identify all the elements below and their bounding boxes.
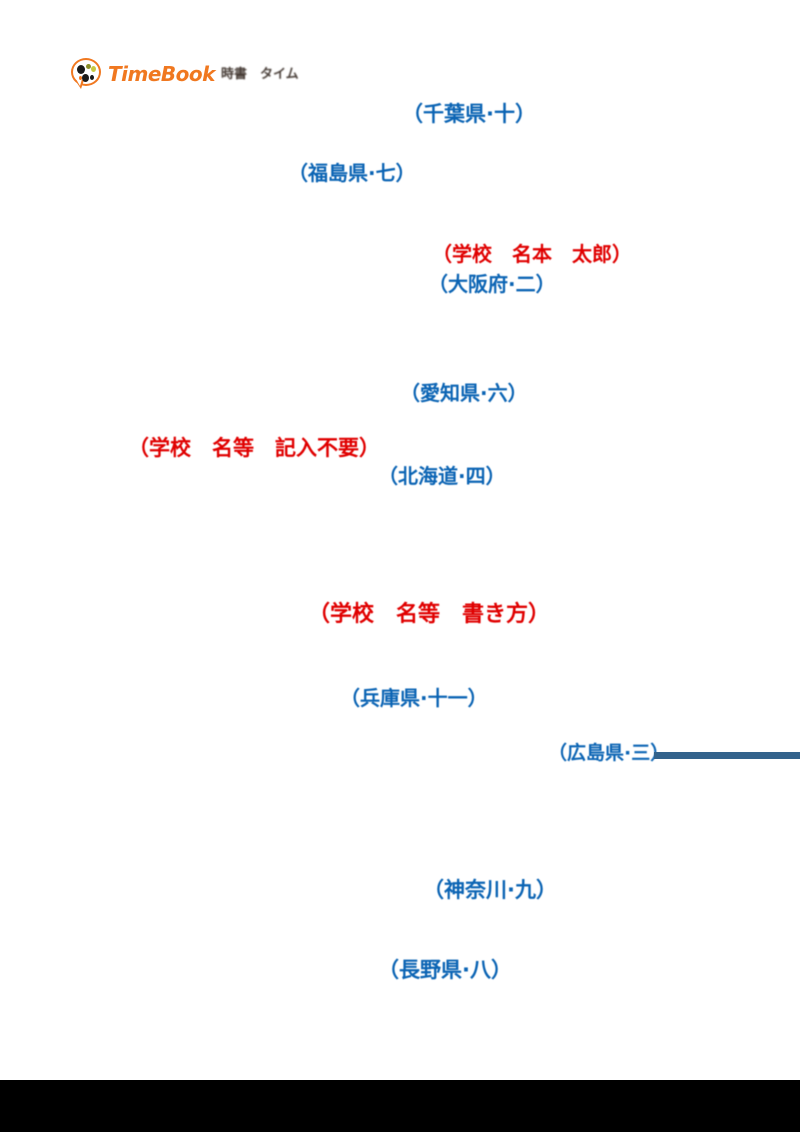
text-fragment: （大阪府·二） bbox=[428, 272, 556, 296]
logo-blob-a bbox=[77, 65, 85, 74]
text-fragment: （北海道·四） bbox=[378, 464, 506, 488]
text-fragment: （学校 名等 書き方） bbox=[308, 602, 551, 627]
text-fragment: （学校 名本 太郎） bbox=[432, 242, 632, 266]
logo-blob-c bbox=[91, 66, 96, 72]
text-fragment: （広島県·三） bbox=[548, 742, 670, 764]
brand-header: TimeBook 時書 タイム bbox=[70, 57, 299, 91]
horizontal-rule bbox=[654, 752, 800, 759]
text-fragment: （千葉県·十） bbox=[402, 102, 536, 126]
logo-blob-b bbox=[86, 64, 91, 69]
text-fragment: （福島県·七） bbox=[288, 161, 416, 185]
timebook-speech-bubble-logo-icon bbox=[70, 58, 104, 90]
text-fragment: （兵庫県·十一） bbox=[340, 686, 488, 710]
speech-bubble-tail-inner bbox=[76, 79, 82, 86]
text-fragment: （学校 名等 記入不要） bbox=[128, 436, 380, 460]
text-fragment: （長野県·八） bbox=[378, 958, 512, 982]
brand-subtitle: 時書 タイム bbox=[220, 66, 299, 82]
logo-blob-e bbox=[90, 75, 94, 80]
logo-blob-f bbox=[79, 76, 82, 80]
text-fragment: （愛知県·六） bbox=[400, 381, 528, 405]
page-sheet bbox=[0, 0, 800, 1080]
text-fragment: （神奈川·九） bbox=[423, 878, 557, 902]
logo-blob-d bbox=[82, 74, 89, 82]
brand-name: TimeBook bbox=[108, 62, 215, 86]
